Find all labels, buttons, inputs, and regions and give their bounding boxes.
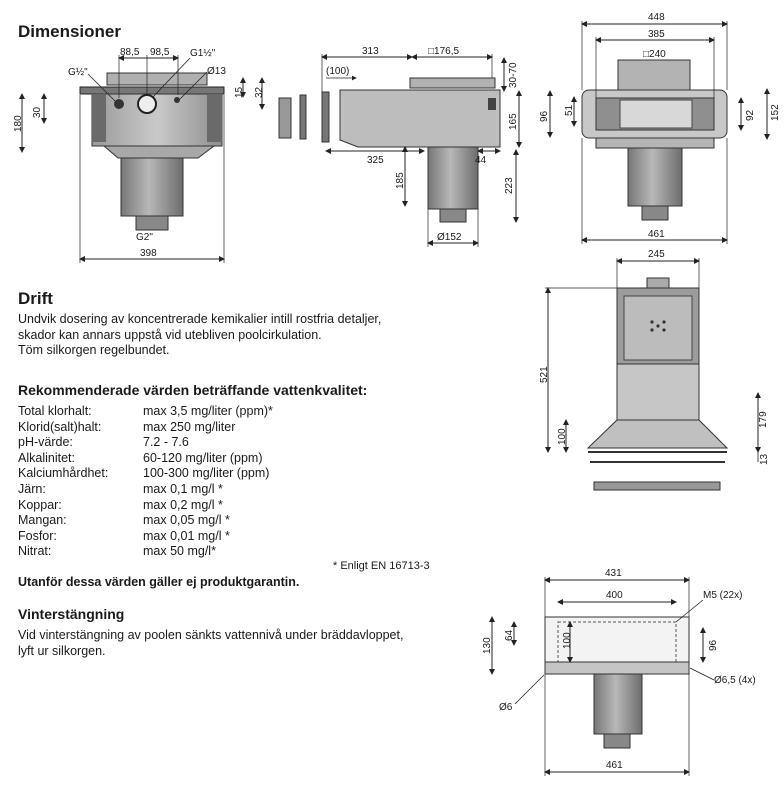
dim-130: 130 xyxy=(482,637,493,654)
water-quality-label: pH-värde: xyxy=(18,435,73,450)
dim-398: 398 xyxy=(140,248,157,259)
footnote: * Enligt EN 16713-3 xyxy=(333,560,430,572)
water-quality-row: Koppar: max 0,2 mg/l * xyxy=(18,498,318,514)
dim-64: 64 xyxy=(504,629,515,641)
dim-325: 325 xyxy=(367,155,384,166)
water-quality-label: Mangan: xyxy=(18,513,67,528)
dim-521: 521 xyxy=(539,366,550,383)
heading-vinter: Vinterstängning xyxy=(18,606,125,622)
water-quality-label: Koppar: xyxy=(18,497,62,512)
dim-223: 223 xyxy=(504,177,515,194)
dim-15: 15 xyxy=(234,86,245,98)
warranty-note: Utanför dessa värden gäller ej produktga… xyxy=(18,575,300,589)
side-view-drawing: 313 □176,5 (100) 30-70 165 325 44 185 22… xyxy=(278,46,522,247)
heading-dimensioner: Dimensioner xyxy=(18,22,121,41)
dim-30-70: 30-70 xyxy=(508,62,519,88)
dim-245: 245 xyxy=(648,249,665,260)
dim-100-paren: (100) xyxy=(326,66,349,77)
vinter-line: Vid vinterstängning av poolen sänkts vat… xyxy=(18,628,404,642)
dim-sq-240: □240 xyxy=(643,49,666,60)
dim-32: 32 xyxy=(254,86,265,98)
dim-30: 30 xyxy=(32,106,43,118)
dim-461-flange: 461 xyxy=(606,760,623,771)
dim-98-5: 98,5 xyxy=(150,47,170,58)
front-view-drawing: 88,5 98,5 G½" G1½" Ø13 15 32 30 180 G2" … xyxy=(13,47,265,263)
water-quality-label: Fosfor: xyxy=(18,528,57,543)
dim-448: 448 xyxy=(648,12,665,23)
drift-line: Undvik dosering av koncentrerade kemikal… xyxy=(18,312,382,326)
water-quality-value: max 3,5 mg/liter (ppm)* xyxy=(143,404,273,418)
dim-sq-176-5: □176,5 xyxy=(428,46,460,57)
rear-view-drawing: 245 521 100 179 13 xyxy=(539,249,770,491)
water-quality-value: max 0,05 mg/l * xyxy=(143,513,230,528)
dim-88-5: 88,5 xyxy=(120,47,140,58)
dim-400: 400 xyxy=(606,590,623,601)
water-quality-value: max 0,2 mg/l * xyxy=(143,497,223,512)
dim-100-rear: 100 xyxy=(557,428,568,445)
water-quality-row: Kalciumhårdhet: 100-300 mg/liter (ppm) xyxy=(18,466,318,482)
vinter-line: lyft ur silkorgen. xyxy=(18,643,106,658)
water-quality-row: Fosfor: max 0,01 mg/l * xyxy=(18,529,318,545)
water-quality-row: Järn: max 0,1 mg/l * xyxy=(18,482,318,498)
water-quality-label: Klorid(salt)halt: xyxy=(18,419,102,434)
dim-165: 165 xyxy=(508,113,519,130)
dim-385: 385 xyxy=(648,29,665,40)
water-quality-value: 100-300 mg/liter (ppm) xyxy=(143,466,270,481)
water-quality-value: max 0,01 mg/l * xyxy=(143,528,230,543)
dim-96-flange: 96 xyxy=(708,639,719,651)
water-quality-label: Kalciumhårdhet: xyxy=(18,466,109,481)
water-quality-label: Järn: xyxy=(18,482,46,496)
vinter-paragraph: Vid vinterstängning av poolen sänkts vat… xyxy=(18,628,403,659)
label-d65: Ø6,5 (4x) xyxy=(714,675,756,686)
dim-313: 313 xyxy=(362,46,379,57)
dim-100-flange: 100 xyxy=(562,632,573,649)
water-quality-row: Total klorhalt: max 3,5 mg/liter (ppm)* xyxy=(18,404,318,420)
drift-line: Töm silkorgen regelbundet. xyxy=(18,343,170,357)
drift-line: skador kan annars uppstå vid utebliven p… xyxy=(18,327,322,342)
water-quality-row: Nitrat: max 50 mg/l* xyxy=(18,544,318,560)
label-g2: G2" xyxy=(136,232,153,243)
water-quality-value: max 250 mg/liter xyxy=(143,419,236,434)
label-g-one-half: G1½" xyxy=(190,48,216,59)
dim-461: 461 xyxy=(648,229,665,240)
drift-paragraph: Undvik dosering av koncentrerade kemikal… xyxy=(18,312,381,359)
dim-96: 96 xyxy=(539,110,550,122)
water-quality-label: Nitrat: xyxy=(18,544,52,559)
heading-drift: Drift xyxy=(18,289,53,308)
water-quality-row: Alkalinitet: 60-120 mg/liter (ppm) xyxy=(18,451,318,467)
water-quality-value: 7.2 - 7.6 xyxy=(143,435,189,450)
dim-185: 185 xyxy=(395,172,406,189)
flange-view-drawing: 431 400 M5 (22x) 130 64 100 96 Ø6,5 (4x)… xyxy=(482,568,756,776)
water-quality-label: Total klorhalt: xyxy=(18,404,92,418)
water-quality-label: Alkalinitet: xyxy=(18,450,75,465)
dim-d13: Ø13 xyxy=(207,66,226,77)
top-view-drawing: 448 385 □240 51 96 92 152 461 xyxy=(539,12,781,244)
dim-92: 92 xyxy=(745,109,756,121)
dim-13-rear: 13 xyxy=(759,453,770,465)
water-quality-row: Mangan: max 0,05 mg/l * xyxy=(18,513,318,529)
label-d6: Ø6 xyxy=(499,702,513,713)
dim-152: 152 xyxy=(770,104,781,121)
dim-d152: Ø152 xyxy=(437,232,462,243)
dim-180: 180 xyxy=(13,115,24,132)
water-quality-value: 60-120 mg/liter (ppm) xyxy=(143,450,263,465)
dim-51: 51 xyxy=(564,104,575,116)
water-quality-value: max 50 mg/l* xyxy=(143,544,216,559)
label-g-half: G½" xyxy=(68,67,88,78)
dim-179: 179 xyxy=(758,411,769,428)
dim-44: 44 xyxy=(475,155,487,166)
heading-water-quality: Rekommenderade värden beträffande vatten… xyxy=(18,382,368,398)
water-quality-row: pH-värde: 7.2 - 7.6 xyxy=(18,435,318,451)
water-quality-row: Klorid(salt)halt: max 250 mg/liter xyxy=(18,420,318,436)
label-m5: M5 (22x) xyxy=(703,590,742,601)
water-quality-value: max 0,1 mg/l * xyxy=(143,482,223,496)
dim-431: 431 xyxy=(605,568,622,579)
